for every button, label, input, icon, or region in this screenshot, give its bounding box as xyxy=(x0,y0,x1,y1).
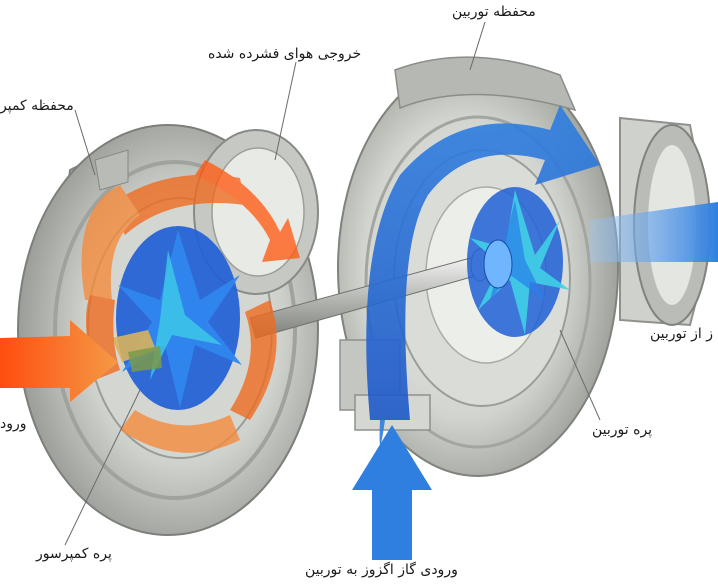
label-compressor-housing: محفظه کمپر xyxy=(0,98,74,114)
exhaust-swirl xyxy=(366,105,600,445)
label-compressor-inlet: ورود xyxy=(0,416,27,432)
label-turbine-gas-inlet: ورودی گاز اگزوز به توربین xyxy=(305,562,458,578)
air-inlet-arrow xyxy=(0,320,118,402)
gas-inlet-arrow xyxy=(352,425,432,560)
compressed-air-swirl xyxy=(81,160,300,453)
label-turbine-housing: محفظه توربین xyxy=(452,4,536,20)
label-turbine-exhaust: ز از توربین xyxy=(650,326,713,342)
leader-lines xyxy=(64,21,601,546)
turbine-wheel xyxy=(467,187,570,337)
exhaust-outlet-arrow xyxy=(590,202,718,262)
label-turbine-blade: پره توربین xyxy=(592,422,653,438)
compressor-wheel xyxy=(112,226,242,410)
label-compressor-blade: پره کمپرسور xyxy=(36,546,112,562)
label-compressed-air-outlet: خروجی هوای فشرده شده xyxy=(208,46,362,62)
